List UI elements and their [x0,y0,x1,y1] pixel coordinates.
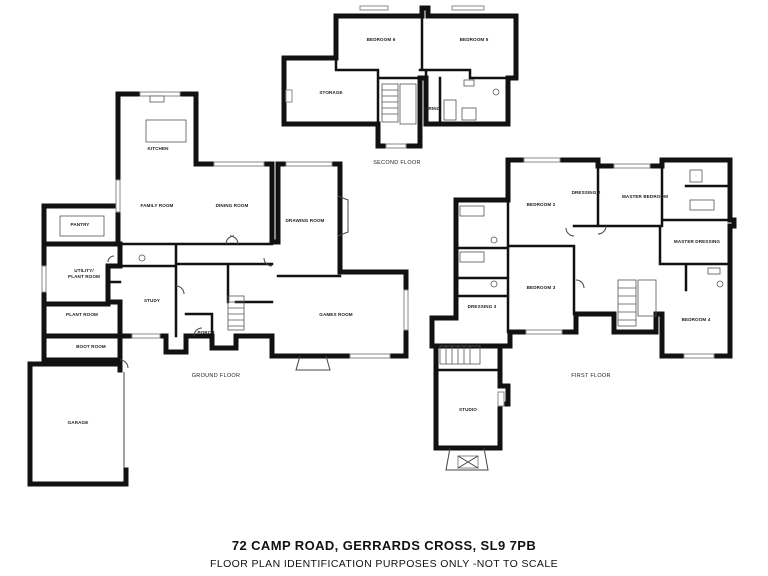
window-icon [213,161,265,167]
floor-label-second: SECOND FLOOR [373,160,421,166]
room-label-pantry: PANTRY [71,222,90,227]
room-label-boot-room: BOOT ROOM [76,344,106,349]
room-label-studio: STUDIO [459,407,477,412]
door-icon [263,257,273,267]
room-label-garage: GARAGE [68,420,89,425]
room-label-master-bedroom: MASTER BEDROOM [622,194,668,199]
toilet-icon [490,236,498,244]
stairs-icon [439,279,657,365]
window-icon [131,333,161,339]
toilet-icon [716,280,724,288]
room-label-dining-room: DINING ROOM [216,203,249,208]
property-address-title: 72 CAMP ROAD, GERRARDS CROSS, SL9 7PB [231,538,537,553]
door-icon [565,227,575,237]
first-floor-plan: BEDROOM 2 DRESSING 2 MASTER BEDROOM MAST… [429,157,737,471]
bath-icon [689,199,715,211]
double-door-icon [225,235,239,245]
hob-icon [149,95,165,103]
room-label-kitchen: KITCHEN [147,146,169,151]
bath-icon [459,205,485,217]
room-label-bedroom-6: BEDROOM 6 [367,37,396,42]
room-label-utility: UTILITY/ [74,268,94,273]
window-icon [451,5,485,11]
room-label-master-dressing: MASTER DRESSING [674,239,720,244]
door-icon [597,225,607,235]
window-icon [285,161,333,167]
room-label-bedroom-5: BEDROOM 5 [460,37,489,42]
second-floor-plan: BEDROOM 6 BEDROOM 5 STORAGE AIRING SECON… [281,5,519,166]
sink-icon [463,79,475,87]
floor-label-ground: GROUND FLOOR [192,373,241,379]
window-icon [403,289,409,331]
room-label-utility-plant-room: PLANT ROOM [68,274,100,279]
shower-icon [689,169,703,183]
shelving-icon [59,215,105,237]
room-label-bedroom-3: BEDROOM 3 [527,285,556,290]
shower-icon [443,99,457,121]
window-icon [613,163,651,169]
window-icon [41,265,47,293]
window-icon [385,143,407,149]
bath-icon [461,107,477,121]
door-icon [107,255,115,263]
window-icon [525,329,563,335]
room-label-family-room: FAMILY ROOM [140,203,173,208]
toilet-icon [138,254,146,262]
room-label-bedroom-2: BEDROOM 2 [527,202,556,207]
sink-icon [707,267,721,275]
door-icon [193,327,203,337]
door-icon [175,285,185,295]
window-icon [683,353,715,359]
room-label-games-room: GAMES ROOM [319,312,352,317]
room-label-plant-room: PLANT ROOM [66,312,98,317]
room-label-porch: PORCH [197,330,215,335]
room-label-drawing-room: DRAWING ROOM [286,218,325,223]
kitchen-island-icon [145,119,187,143]
window-icon [139,91,181,97]
window-icon [115,179,121,213]
room-label-dressing-3: DRESSING 3 [468,304,497,309]
disclaimer-subtitle: FLOOR PLAN IDENTIFICATION PURPOSES ONLY … [210,558,558,570]
floor-plan-drawing: BEDROOM 6 BEDROOM 5 STORAGE AIRING SECON… [27,5,737,487]
floor-label-first: FIRST FLOOR [571,373,611,379]
window-icon [349,353,391,359]
door-icon [575,279,585,289]
ground-floor-plan: KITCHEN FAMILY ROOM DINING ROOM DRAWING … [27,91,409,487]
stairs-icon [227,295,245,331]
stairs-icon [381,83,417,125]
window-icon [359,5,389,11]
room-label-bedroom-4: BEDROOM 4 [682,317,711,322]
toilet-icon [492,88,500,96]
toilet-icon [490,280,498,288]
window-icon [497,391,505,407]
window-icon [285,89,293,103]
room-label-study: STUDY [144,298,160,303]
room-label-airing: AIRING [424,106,441,111]
room-label-dressing-2: DRESSING 2 [572,190,601,195]
bath-icon [459,251,485,263]
room-label-storage: STORAGE [319,90,342,95]
window-icon [523,157,561,163]
